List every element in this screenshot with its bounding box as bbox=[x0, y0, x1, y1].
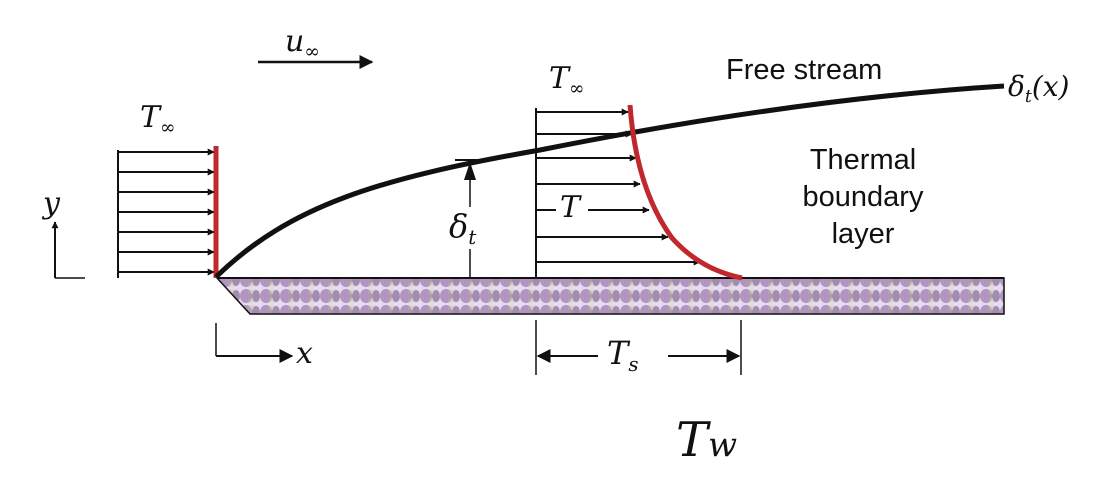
local-temperature-label: T bbox=[560, 190, 581, 225]
delta-t-label: δt bbox=[446, 207, 480, 249]
local-temperature-profile bbox=[535, 108, 701, 278]
x-axis-label: x bbox=[296, 336, 313, 371]
t-wall-label: Tw bbox=[676, 412, 738, 468]
x-axis bbox=[215, 323, 294, 363]
y-axis-label: y bbox=[43, 186, 60, 221]
y-axis bbox=[51, 221, 85, 279]
t-free-mid-label: T∞ bbox=[549, 61, 585, 100]
t-free-left-label: T∞ bbox=[140, 100, 176, 139]
t-surface-label: Ts bbox=[607, 334, 639, 376]
u-free-label: u∞ bbox=[285, 24, 320, 63]
thermal-boundary-layer-edge bbox=[214, 83, 1005, 279]
delta-t-x-label: δt(x) bbox=[1008, 70, 1070, 108]
free-stream-label: Free stream bbox=[726, 54, 883, 86]
t-surface-dimension bbox=[535, 320, 742, 375]
inlet-temperature-profile bbox=[117, 148, 215, 278]
flat-plate bbox=[215, 277, 1005, 315]
thermal-boundary-layer-label: Thermal boundary layer bbox=[802, 144, 924, 250]
local-profile-curve bbox=[627, 104, 743, 281]
